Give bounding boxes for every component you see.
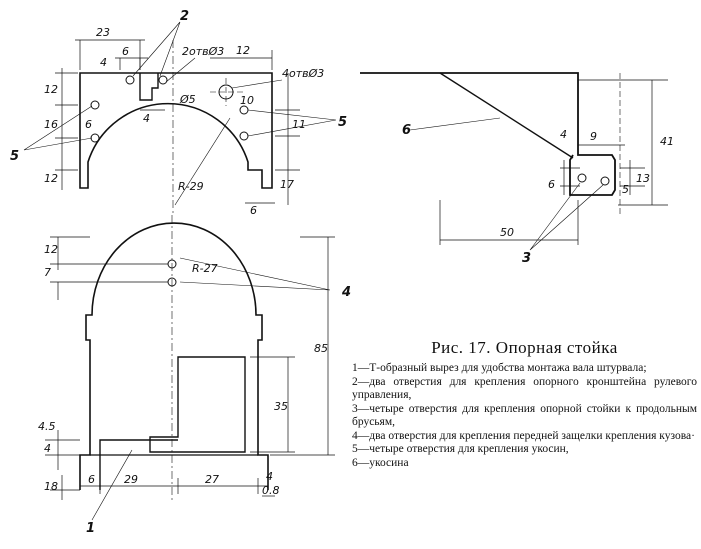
dim-side-50: 50 [500,226,514,239]
dim-front-0-8: 0.8 [262,484,280,497]
dim-side-4: 4 [560,128,567,141]
dim-23: 23 [96,26,110,39]
dim-12b: 12 [44,83,58,96]
inner-window [149,356,246,453]
dim-front-12: 12 [44,243,58,256]
legend-item-6: 6—укосина [352,456,409,469]
dim-front-4-5: 4.5 [38,420,56,433]
front-view [45,215,335,521]
dim-front-18: 18 [44,480,58,493]
hole-3a [577,173,587,183]
dim-side-13: 13 [636,172,650,185]
dim-front-85: 85 [314,342,328,355]
top-view [23,21,337,215]
label-5b: 5 [338,115,347,130]
legend-item-5: 5—четыре отверстия для крепления укосин, [352,443,569,455]
label-1: 1 [86,521,95,536]
dim-front-4b: 4 [266,470,273,483]
dim-front-4a: 4 [44,442,51,455]
legend-item-1: 1—Т-образный вырез для удобства монтажа … [352,362,647,374]
dim-front-35: 35 [274,400,288,413]
dim-16: 16 [44,118,58,131]
hole-2a [125,75,135,85]
dim-4a: 4 [100,56,107,69]
hole-3b [600,176,610,186]
legend-item-4: 4—два отверстия для крепления передней з… [352,429,695,442]
dim-phi5: Ø5 [179,93,196,106]
dim-12c: 12 [44,172,58,185]
hole-5b [90,133,100,143]
dim-side-9: 9 [590,130,597,143]
t-cut-notch [139,73,159,101]
figure-caption: Рис. 17. Опорная стойка 1—Т-образный выр… [352,338,697,470]
dim-17: 17 [280,178,294,191]
side-view [360,72,668,251]
dim-side-6: 6 [548,178,555,191]
dim-front-27: 27 [205,473,219,486]
brace-6 [439,72,574,159]
dim-side-5: 5 [622,183,629,196]
dim-4b: 4 [143,112,150,125]
dim-10: 10 [240,94,254,107]
hole-5c [239,105,249,115]
figure-legend: 1—Т-образный вырез для удобства монтажа … [352,362,697,470]
dim-12a: 12 [236,44,250,57]
label-5a: 5 [10,149,19,164]
label-3: 3 [522,251,531,266]
dim-2-holes-3: 2отвØ3 [182,45,224,58]
label-2: 2 [180,9,189,24]
dim-r29: R-29 [178,180,204,193]
front-view-outline [79,222,269,490]
dim-front-29: 29 [124,473,138,486]
label-6: 6 [402,123,411,138]
hole-5d [239,131,249,141]
label-4: 4 [341,285,351,300]
dim-front-7: 7 [44,266,51,279]
dim-6a: 6 [122,45,129,58]
legend-item-3: 3—четыре отверстия для крепления опорной… [352,402,697,429]
dim-4-holes-3: 4отвØ3 [282,67,324,80]
dim-11: 11 [292,118,306,131]
dim-side-41: 41 [660,135,674,148]
dim-6c: 6 [250,204,257,217]
hole-2b [158,75,168,85]
top-view-outline [79,72,273,189]
dim-front-r27: R-27 [192,262,218,275]
hole-5a [90,100,100,110]
side-view-bracket [360,72,616,196]
dim-6b: 6 [85,118,92,131]
dim-front-6: 6 [88,473,95,486]
figure-title: Рис. 17. Опорная стойка [431,338,618,357]
legend-item-2: 2—два отверстия для крепления опорного к… [352,375,697,402]
